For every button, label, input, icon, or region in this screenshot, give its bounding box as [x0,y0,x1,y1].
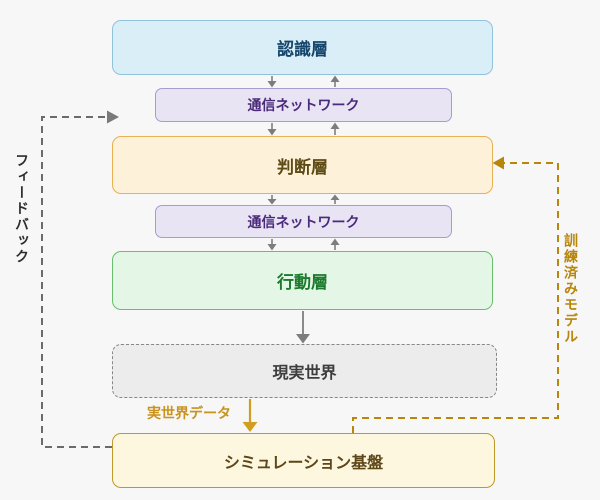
arrow-realworld-to-simulation [242,399,258,432]
node-action-layer: 行動層 [112,251,493,310]
real-world-data-edge-label: 実世界データ [147,405,231,421]
feedback-dashed-connector [41,110,119,448]
node-recognition-layer: 認識層 [112,20,493,75]
node-simulation-base-label: シミュレーション基盤 [223,454,384,472]
node-network-bottom-label: 通信ネットワーク [247,213,360,230]
node-network-top: 通信ネットワーク [155,88,452,122]
node-simulation-base: シミュレーション基盤 [112,433,495,488]
arrows-recognition-network [267,75,340,88]
node-judgment-layer: 判断層 [112,136,493,194]
node-network-top-label: 通信ネットワーク [247,97,360,113]
node-real-world: 現実世界 [112,344,497,398]
node-network-bottom: 通信ネットワーク [155,205,452,238]
node-action-layer-label: 行動層 [277,273,328,292]
feedback-edge-label: フィードバック [14,153,30,265]
trained-model-edge-label: 訓練済みモデル [563,233,579,345]
arrows-network-action [267,238,340,251]
arrows-network-judgment [267,122,340,136]
node-judgment-layer-label: 判断層 [277,157,328,177]
arrow-action-to-realworld [296,311,310,344]
arrows-judgment-network [267,194,340,205]
node-recognition-layer-label: 認識層 [277,40,328,59]
node-real-world-label: 現実世界 [272,365,337,382]
